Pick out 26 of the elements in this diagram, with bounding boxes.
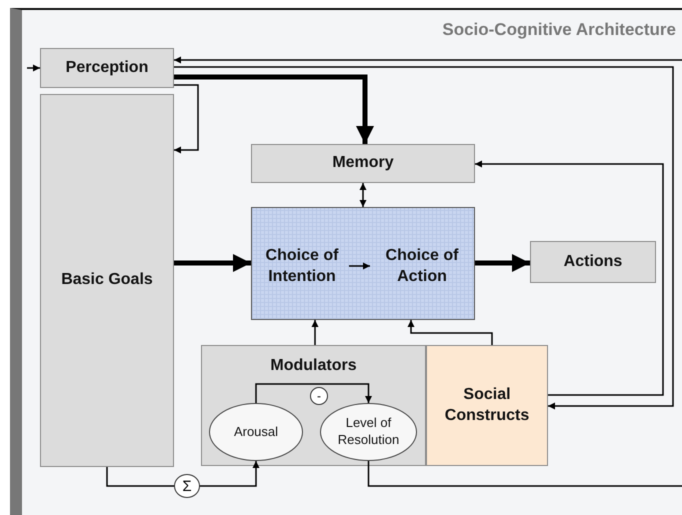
goals-box: Basic Goals [40, 94, 174, 467]
memory-box: Memory [251, 144, 475, 183]
arousal-ellipse: Arousal [209, 403, 303, 461]
arrow [27, 64, 40, 72]
arrow [475, 254, 530, 272]
perception-box: Perception [40, 48, 174, 88]
arrow [475, 160, 664, 396]
choice-box [251, 207, 475, 320]
arrow [174, 56, 682, 64]
diagram-title: Socio-Cognitive Architecture [442, 20, 676, 40]
arrow [349, 262, 370, 270]
arrow [312, 320, 318, 345]
choice-label: Choice of Intention [257, 242, 347, 292]
arrow [174, 84, 199, 154]
arrow [174, 74, 374, 144]
node-heading: Modulators [270, 356, 357, 376]
arrow [174, 66, 674, 410]
social-constructs-box: Social Constructs [426, 345, 548, 466]
arrow [255, 383, 372, 403]
resolution-ellipse: Level of Resolution [320, 403, 417, 461]
arrow [174, 254, 251, 272]
actions-box: Actions [530, 241, 656, 283]
arrow [408, 320, 493, 345]
arrow [360, 183, 366, 207]
modulators-box [201, 345, 426, 466]
choice-label: Choice of Action [372, 242, 472, 292]
